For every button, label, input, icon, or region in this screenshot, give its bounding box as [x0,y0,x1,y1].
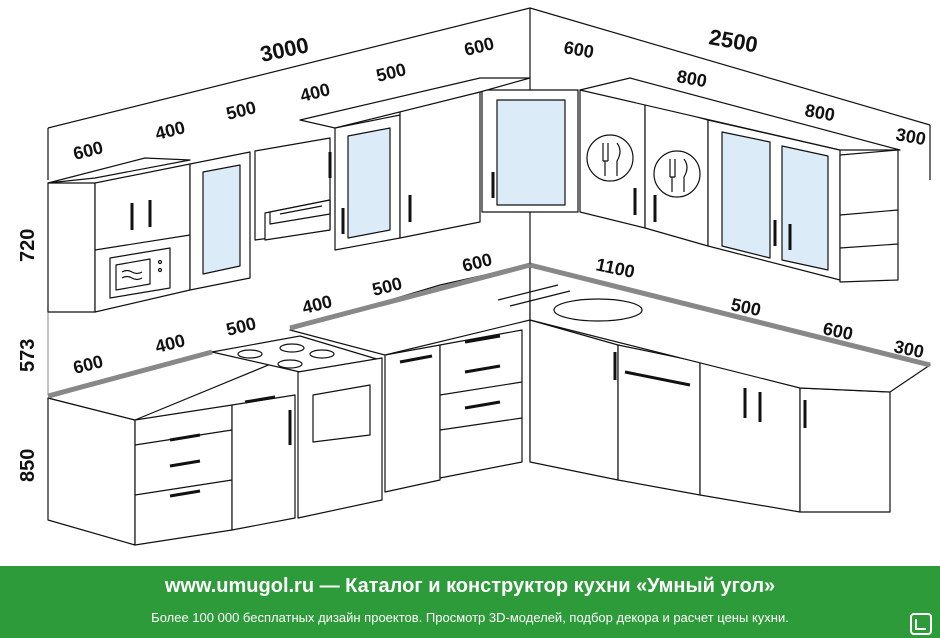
dim-upper-4: 400 [298,79,332,106]
dim-base-left-1: 600 [71,351,105,378]
range-hood [269,199,331,225]
kitchen-drawing: 3000 2500 600 400 500 400 500 600 600 80… [17,7,931,546]
banner-title[interactable]: www.umugol.ru — Каталог и конструктор ку… [164,575,776,597]
dim-upper-6: 600 [462,33,496,60]
dim-base-left-2: 400 [153,330,187,357]
dim-upper-total-right: 2500 [707,24,760,57]
base-cabinets-left [47,264,531,546]
upper-cabinets-right [579,77,901,283]
site-logo-icon [910,613,932,635]
banner-subtitle: Более 100 000 бесплатных дизайн проектов… [151,610,789,625]
dim-upper-1: 600 [71,137,105,164]
dim-height-base: 850 [17,449,39,482]
upper-cabinets-left [47,77,579,313]
dim-height-upper: 720 [17,229,39,262]
dim-upper-3: 500 [224,97,258,124]
dim-upper-8: 800 [675,66,708,91]
dim-base-right-1: 1100 [594,254,636,282]
dim-upper-5: 500 [374,59,408,86]
base-cabinets-right [497,264,931,513]
cabinet-handles [130,152,807,498]
dim-upper-7: 600 [562,37,595,62]
dim-upper-10: 300 [894,124,927,149]
dim-upper-total-left: 3000 [258,32,311,67]
dim-height-gap: 573 [17,339,39,372]
dim-base-left-4: 400 [300,291,334,318]
dim-base-left-5: 500 [370,273,404,300]
countertop-edge [47,262,931,399]
dim-upper-9: 800 [803,100,836,125]
footer-banner: www.umugol.ru — Каталог и конструктор ку… [0,566,940,638]
dim-upper-2: 400 [153,117,187,144]
dim-base-left-3: 500 [224,313,258,340]
dim-base-left-6: 600 [460,249,494,276]
microwave [109,247,171,299]
